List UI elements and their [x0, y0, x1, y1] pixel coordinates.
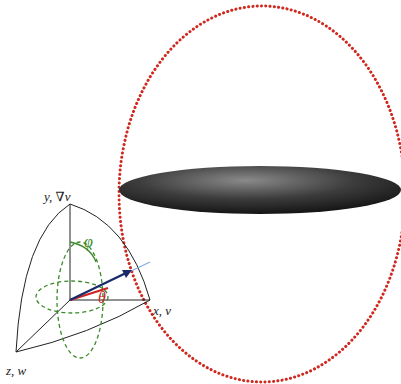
angle-label: θ: [98, 290, 106, 306]
spheroid: [119, 166, 401, 214]
angle-label: φ: [84, 234, 93, 250]
axis-label: x, v: [153, 304, 171, 317]
projection-line: [70, 262, 150, 300]
vector-head: [122, 270, 132, 278]
axis-label: y, ∇v: [44, 190, 70, 203]
phi-circle: [57, 242, 103, 358]
axis-label: z, w: [6, 364, 26, 377]
dotted-circle: [119, 6, 401, 382]
axes: [16, 204, 150, 352]
